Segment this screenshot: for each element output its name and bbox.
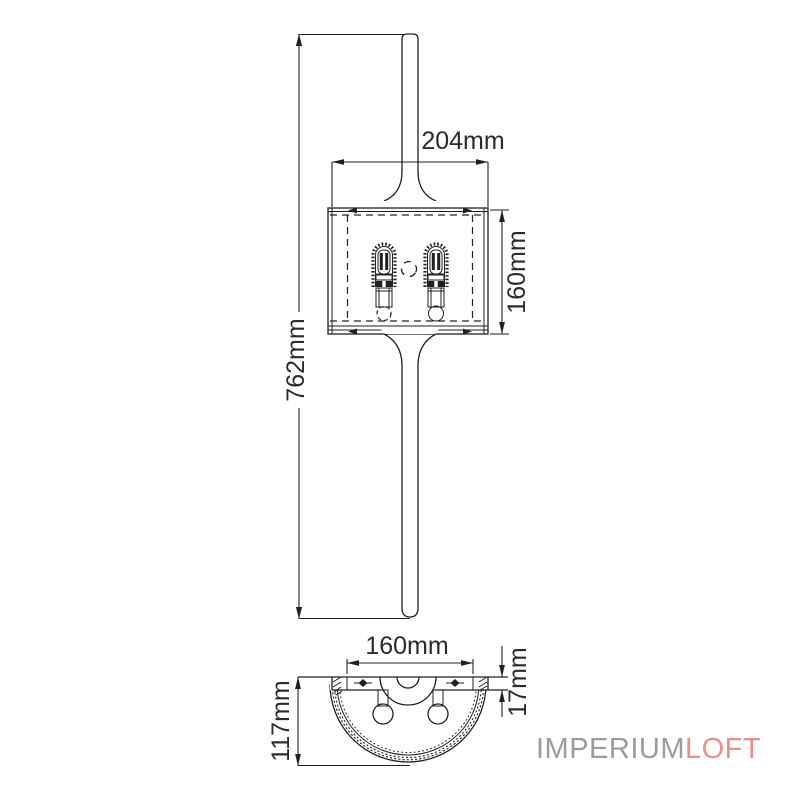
screw-left [354,679,372,687]
lamp-rod-top [380,33,440,208]
dim-label-204mm: 204mm [421,127,504,155]
dim-total-depth: 117mm [267,677,410,767]
rod-cross-section [379,676,437,706]
dim-label-160mm-side: 160mm [503,230,531,313]
dim-plate-depth: 17mm [490,646,532,717]
dim-label-17mm: 17mm [504,647,532,716]
dim-shade-height: 160mm [490,209,531,335]
center-hole-mark [400,260,418,278]
bulb-left [371,242,397,322]
bulb-right [423,242,449,322]
dim-bottom-width: 160mm [346,632,474,674]
bottom-view: 160mm 17mm 117mm [267,632,532,767]
bulbs-plan [372,689,449,725]
mounting-bar [298,676,508,696]
hatch-right-cap [478,676,488,691]
screw-right [446,679,464,687]
dim-label-117mm: 117mm [267,680,295,762]
lamp-rod-bottom [380,327,440,618]
lamp-shade-front [327,207,489,335]
shade-arc-band [329,683,487,763]
dim-shade-width: 204mm [331,127,505,207]
front-view: 762mm 204mm [282,33,531,620]
imperiumloft-logo: IMPERIUMLOFT [536,733,761,766]
logo-imperium-text: IMPERIUM [536,733,685,765]
dim-overall-height: 762mm [282,33,410,620]
logo-loft-text: LOFT [685,733,762,765]
dim-label-762mm: 762mm [282,318,310,401]
hatch-left-cap [332,676,343,696]
dim-label-160mm-bottom: 160mm [365,632,448,660]
